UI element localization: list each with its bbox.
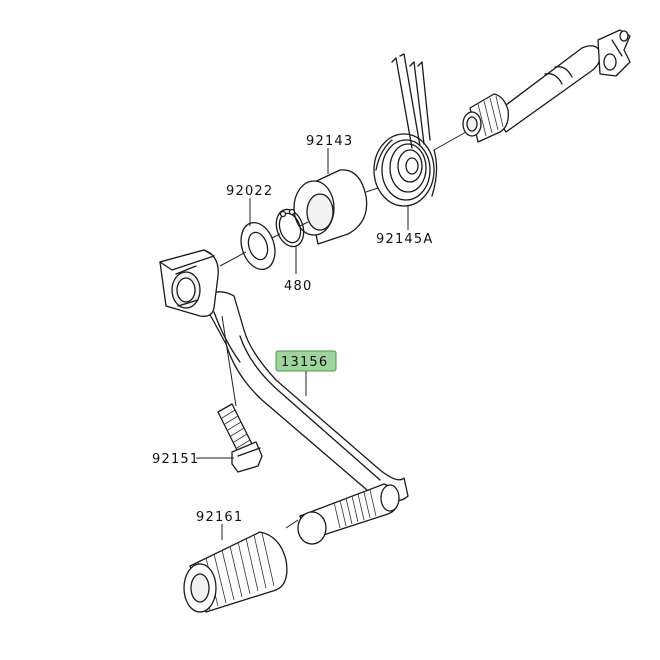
highlight-box xyxy=(275,350,337,372)
label-92145A[interactable]: 92145A xyxy=(376,232,433,247)
label-92161[interactable]: 92161 xyxy=(196,510,243,525)
shift-shaft xyxy=(462,29,631,143)
part-labels: 92145A 92143 92022 480 13156 92151 92161 xyxy=(152,134,433,525)
collar xyxy=(293,169,368,245)
label-92143[interactable]: 92143 xyxy=(306,134,353,149)
label-leaders xyxy=(196,148,409,540)
shift-pedal xyxy=(159,249,409,545)
circlip xyxy=(275,208,305,248)
label-480[interactable]: 480 xyxy=(284,279,312,294)
label-92151[interactable]: 92151 xyxy=(152,452,199,467)
label-92022[interactable]: 92022 xyxy=(226,184,273,199)
assembly-axis-lines xyxy=(219,131,467,529)
washer xyxy=(240,221,276,271)
return-spring xyxy=(373,53,438,207)
label-13156[interactable]: 13156 xyxy=(281,355,328,370)
clamp-bolt xyxy=(217,315,263,473)
pedal-rubber xyxy=(183,531,288,613)
